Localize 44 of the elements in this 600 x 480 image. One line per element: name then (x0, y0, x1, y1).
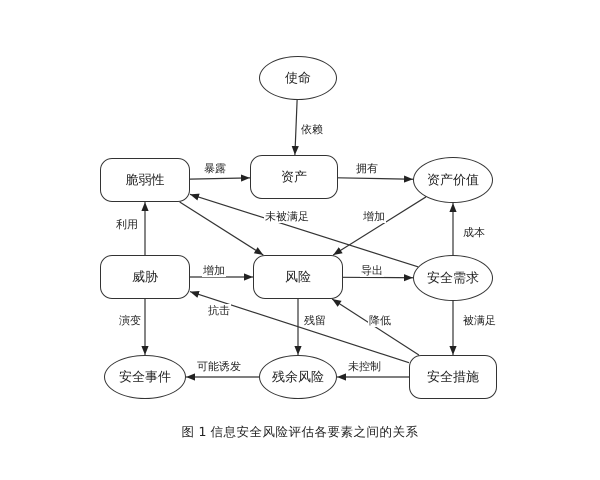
arrow (190, 174, 250, 182)
arrow (449, 301, 457, 355)
arrow (332, 196, 426, 256)
edge-label: 利用 (115, 218, 139, 231)
process-box: 安全措施 (409, 355, 497, 399)
process-box: 威胁 (100, 255, 190, 299)
edge-label: 残留 (303, 314, 327, 327)
edge-label: 未被满足 (264, 210, 310, 223)
arrow (337, 373, 409, 381)
edge-label: 降低 (368, 314, 392, 327)
process-box: 风险 (253, 255, 343, 299)
arrow (343, 274, 413, 282)
arrow (141, 202, 149, 255)
process-box: 脆弱性 (100, 158, 190, 202)
edge-label: 抗击 (207, 304, 231, 317)
arrow (292, 100, 299, 156)
edge-label: 被满足 (462, 314, 497, 327)
process-box: 资产 (250, 155, 338, 199)
edge-label: 暴露 (203, 162, 227, 175)
concept-ellipse: 使命 (259, 56, 337, 100)
arrow (190, 290, 410, 364)
edge-label: 演变 (118, 314, 142, 327)
arrow (186, 373, 259, 381)
arrow (141, 299, 149, 355)
arrow (294, 299, 302, 355)
concept-ellipse: 残余风险 (259, 355, 337, 399)
edge-label: 增加 (362, 210, 386, 223)
edge-label: 未控制 (347, 360, 382, 373)
edge-label: 拥有 (355, 162, 379, 175)
edge-label: 增加 (202, 264, 226, 277)
arrow (190, 194, 418, 268)
arrow (332, 298, 420, 356)
concept-ellipse: 资产价值 (413, 157, 493, 203)
edge-label: 可能诱发 (196, 360, 242, 373)
edge-label: 依赖 (300, 123, 324, 136)
concept-ellipse: 安全需求 (413, 255, 493, 301)
arrow (179, 202, 264, 256)
concept-ellipse: 安全事件 (104, 355, 186, 399)
edge-label: 导出 (360, 264, 384, 277)
arrow (449, 203, 457, 255)
figure-caption: 图 1 信息安全风险评估各要素之间的关系 (180, 424, 420, 441)
arrow (190, 273, 253, 281)
arrow (338, 175, 414, 183)
edge-label: 成本 (462, 226, 486, 239)
